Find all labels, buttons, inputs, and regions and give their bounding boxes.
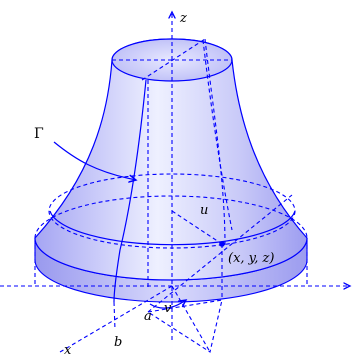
rear-meridian — [202, 39, 233, 231]
point-label: (x, y, z) — [228, 251, 274, 266]
parallel-circle-front — [49, 210, 296, 246]
x-axis-label: x — [64, 343, 72, 358]
a-label: a — [144, 309, 152, 324]
z-axis-label: z — [179, 11, 187, 26]
b-label: b — [114, 335, 122, 350]
rear-meridian-2 — [204, 38, 226, 246]
surface-point — [219, 241, 225, 247]
radius-label: u — [200, 203, 208, 218]
gamma-label: Γ — [34, 126, 44, 142]
meridian-curve — [113, 79, 147, 303]
point-projection — [147, 194, 293, 313]
angle-arc — [149, 300, 186, 309]
gamma-pointer — [53, 141, 136, 180]
angle-label: v — [164, 301, 172, 316]
hidden-base-back — [34, 195, 308, 239]
radius-line — [171, 210, 223, 245]
x-axis — [59, 285, 173, 353]
meridian-curve-hidden — [113, 301, 116, 331]
base-triangle-side — [171, 285, 211, 353]
top-cap-diagonal — [141, 38, 206, 81]
